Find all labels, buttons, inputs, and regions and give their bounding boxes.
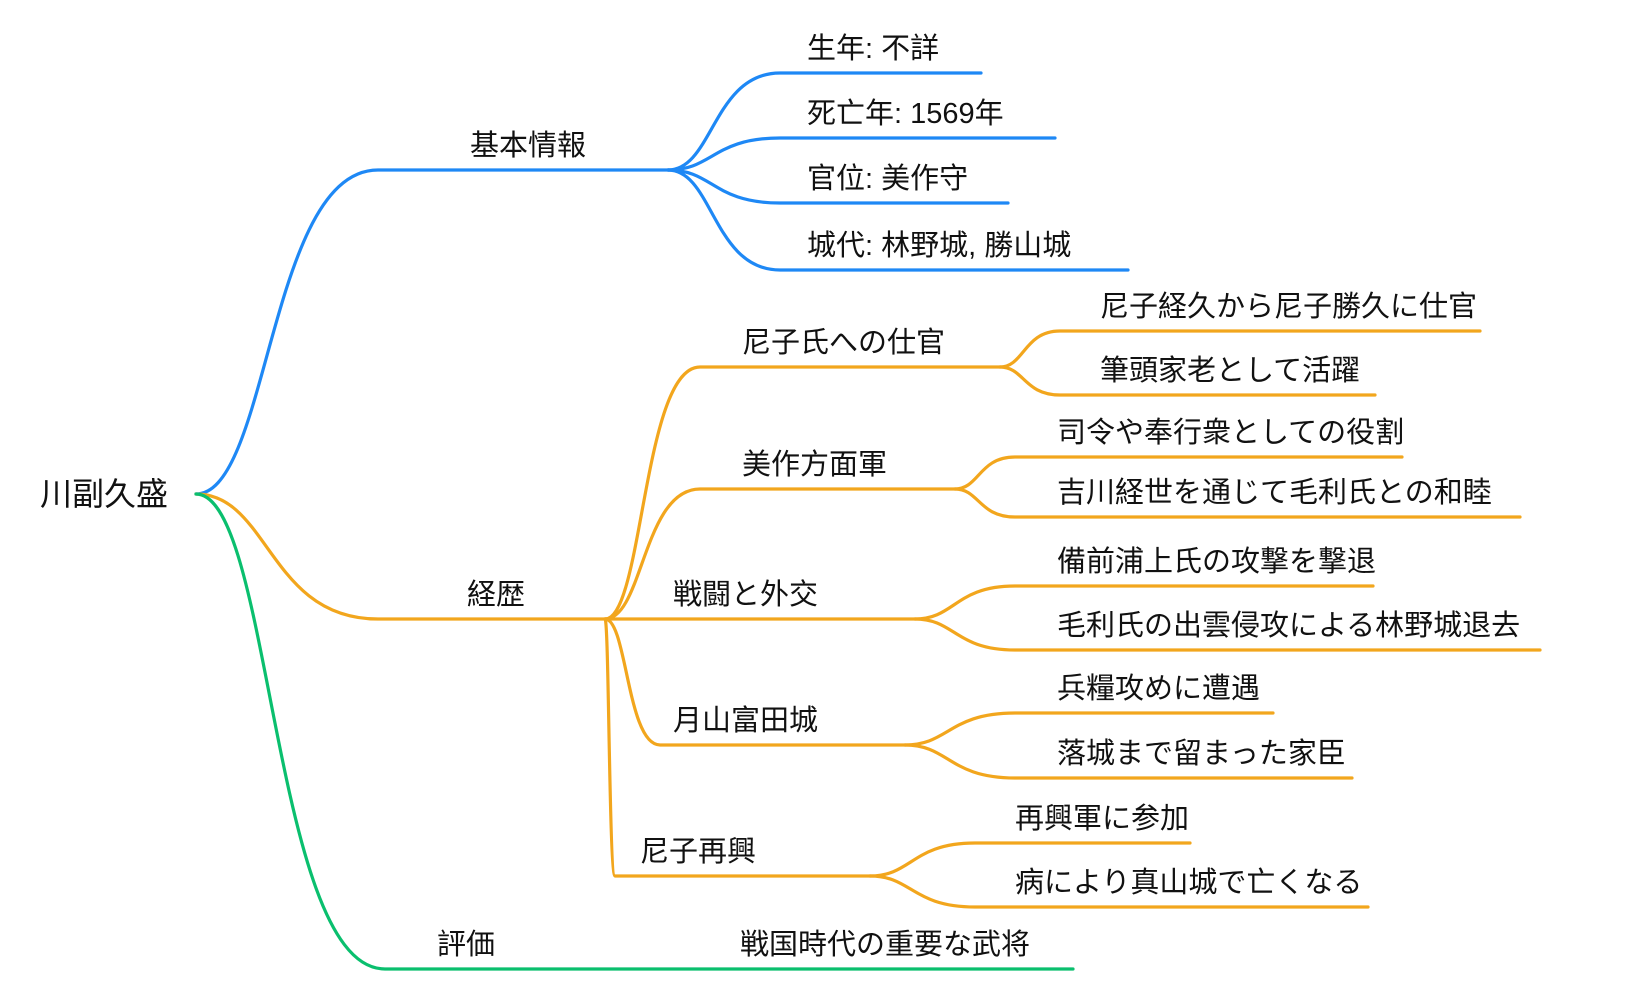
link-root-basic-info [194,168,670,496]
node-amago-revival[interactable]: 尼子再興 [640,836,756,868]
leaf-gassan-detail-1[interactable]: 兵糧攻めに遭遇 [1057,672,1260,705]
link-career-gassan-toda [603,617,907,747]
link-career-amago-revival [603,617,872,878]
root-node[interactable]: 川副久盛 [40,476,168,512]
node-amago-service[interactable]: 尼子氏への仕官 [742,326,945,359]
node-battles-diplomacy[interactable]: 戦闘と外交 [673,578,818,611]
node-mimasaka-army[interactable]: 美作方面軍 [742,448,887,481]
link-career-mimasaka-army [603,487,957,621]
branch-basic-info[interactable]: 基本情報 [470,129,586,162]
leaf-mimasaka-detail-2[interactable]: 吉川経世を通じて毛利氏との和睦 [1057,476,1492,509]
link-revival-detail-2 [868,874,1370,909]
node-gassan-toda-castle[interactable]: 月山富田城 [673,704,818,737]
link-mimasaka-detail-2 [953,487,1522,519]
branch-career[interactable]: 経歴 [467,578,525,611]
link-basic-info-castle-warden [666,168,1130,272]
leaf-amago-service-detail-2[interactable]: 筆頭家老として活躍 [1100,354,1360,387]
link-gassan-detail-1 [903,711,1275,747]
leaf-birth-year[interactable]: 生年: 不詳 [807,32,939,65]
link-root-evaluation [194,492,1075,971]
branch-evaluation[interactable]: 評価 [437,928,495,961]
leaf-battles-detail-2[interactable]: 毛利氏の出雲侵攻による林野城退去 [1057,609,1520,642]
link-basic-info-death-year [666,136,1057,172]
link-revival-detail-1 [868,841,1192,878]
link-mimasaka-detail-1 [953,455,1404,491]
leaf-revival-detail-2[interactable]: 病により真山城で亡くなる [1015,866,1362,899]
leaf-evaluation-summary[interactable]: 戦国時代の重要な武将 [740,928,1030,961]
leaf-gassan-detail-2[interactable]: 落城まで留まった家臣 [1057,737,1346,770]
link-root-career [194,492,607,621]
leaf-court-rank[interactable]: 官位: 美作守 [807,162,968,195]
link-amago-service-detail-1 [998,329,1482,369]
leaf-revival-detail-1[interactable]: 再興軍に参加 [1015,802,1189,835]
leaf-amago-service-detail-1[interactable]: 尼子経久から尼子勝久に仕官 [1100,290,1477,323]
leaf-castle-warden[interactable]: 城代: 林野城, 勝山城 [807,229,1071,262]
leaf-mimasaka-detail-1[interactable]: 司令や奉行衆としての役割 [1057,416,1404,449]
link-gassan-detail-2 [903,743,1354,780]
link-battles-detail-2 [913,617,1542,652]
link-basic-info-birth-year [666,71,983,172]
link-battles-detail-1 [913,584,1375,621]
link-amago-service-detail-2 [998,365,1377,397]
leaf-death-year[interactable]: 死亡年: 1569年 [807,97,1004,130]
link-career-amago-service [603,365,1002,621]
link-basic-info-court-rank [666,168,1010,205]
leaf-battles-detail-1[interactable]: 備前浦上氏の攻撃を撃退 [1057,545,1376,578]
